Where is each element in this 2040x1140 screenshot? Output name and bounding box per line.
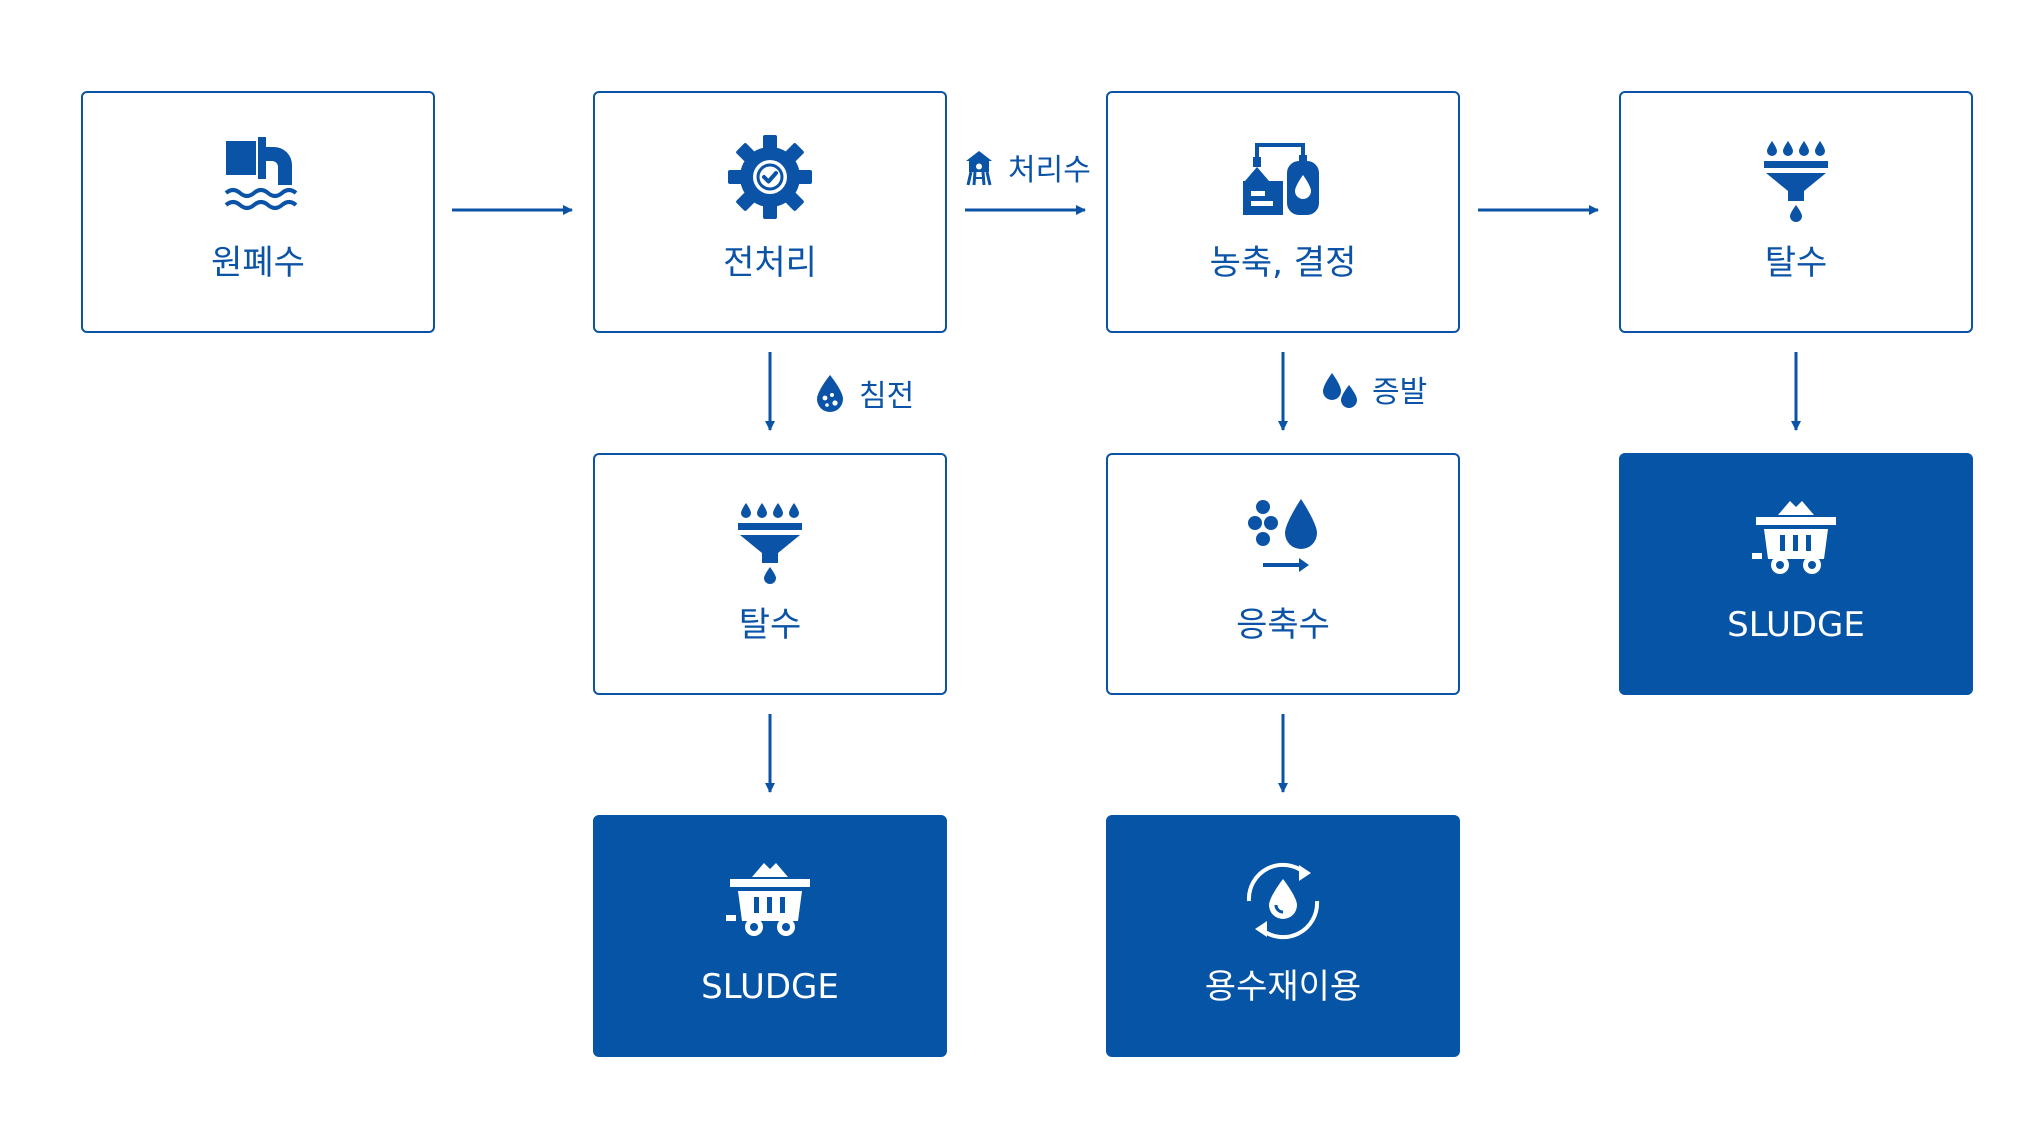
node-dewatering-top: 탈수 [1619,91,1973,333]
sludge-cart-icon [1746,493,1846,585]
discharge-pipe-icon [208,131,308,223]
node-label: 탈수 [738,605,802,645]
droplet-particles-icon [1233,493,1333,585]
water-recycle-icon [1233,855,1333,947]
gear-check-icon [720,131,820,223]
sediment-drop-icon [813,373,847,413]
node-concentration-crystallization: 농축, 결정 [1106,91,1460,333]
node-water-reuse: 용수재이용 [1106,815,1460,1057]
edge-label-evaporation: 증발 [1320,367,1427,411]
edge-label-sedimentation: 침전 [813,371,914,415]
node-label: SLUDGE [701,967,839,1007]
water-tower-icon [962,147,996,187]
edge-label-text: 증발 [1372,375,1428,410]
filter-funnel-icon [720,493,820,585]
edge-label-treated-water: 처리수 [962,145,1091,189]
two-drops-icon [1320,369,1360,409]
node-label: 원폐수 [211,243,305,283]
edge-label-text: 침전 [859,379,915,414]
node-label: SLUDGE [1727,605,1865,645]
node-label: 전처리 [723,243,817,283]
node-label: 농축, 결정 [1209,243,1357,283]
filter-funnel-icon [1746,131,1846,223]
node-condensate: 응축수 [1106,453,1460,695]
node-label: 응축수 [1236,605,1330,645]
node-dewatering-middle: 탈수 [593,453,947,695]
edge-label-text: 처리수 [1008,153,1091,188]
node-raw-wastewater: 원폐수 [81,91,435,333]
node-label: 용수재이용 [1204,967,1362,1007]
node-sludge-bottom: SLUDGE [593,815,947,1057]
node-pretreatment: 전처리 [593,91,947,333]
node-sludge-right: SLUDGE [1619,453,1973,695]
node-label: 탈수 [1764,243,1828,283]
evaporator-plant-icon [1233,131,1333,223]
sludge-cart-icon [720,855,820,947]
